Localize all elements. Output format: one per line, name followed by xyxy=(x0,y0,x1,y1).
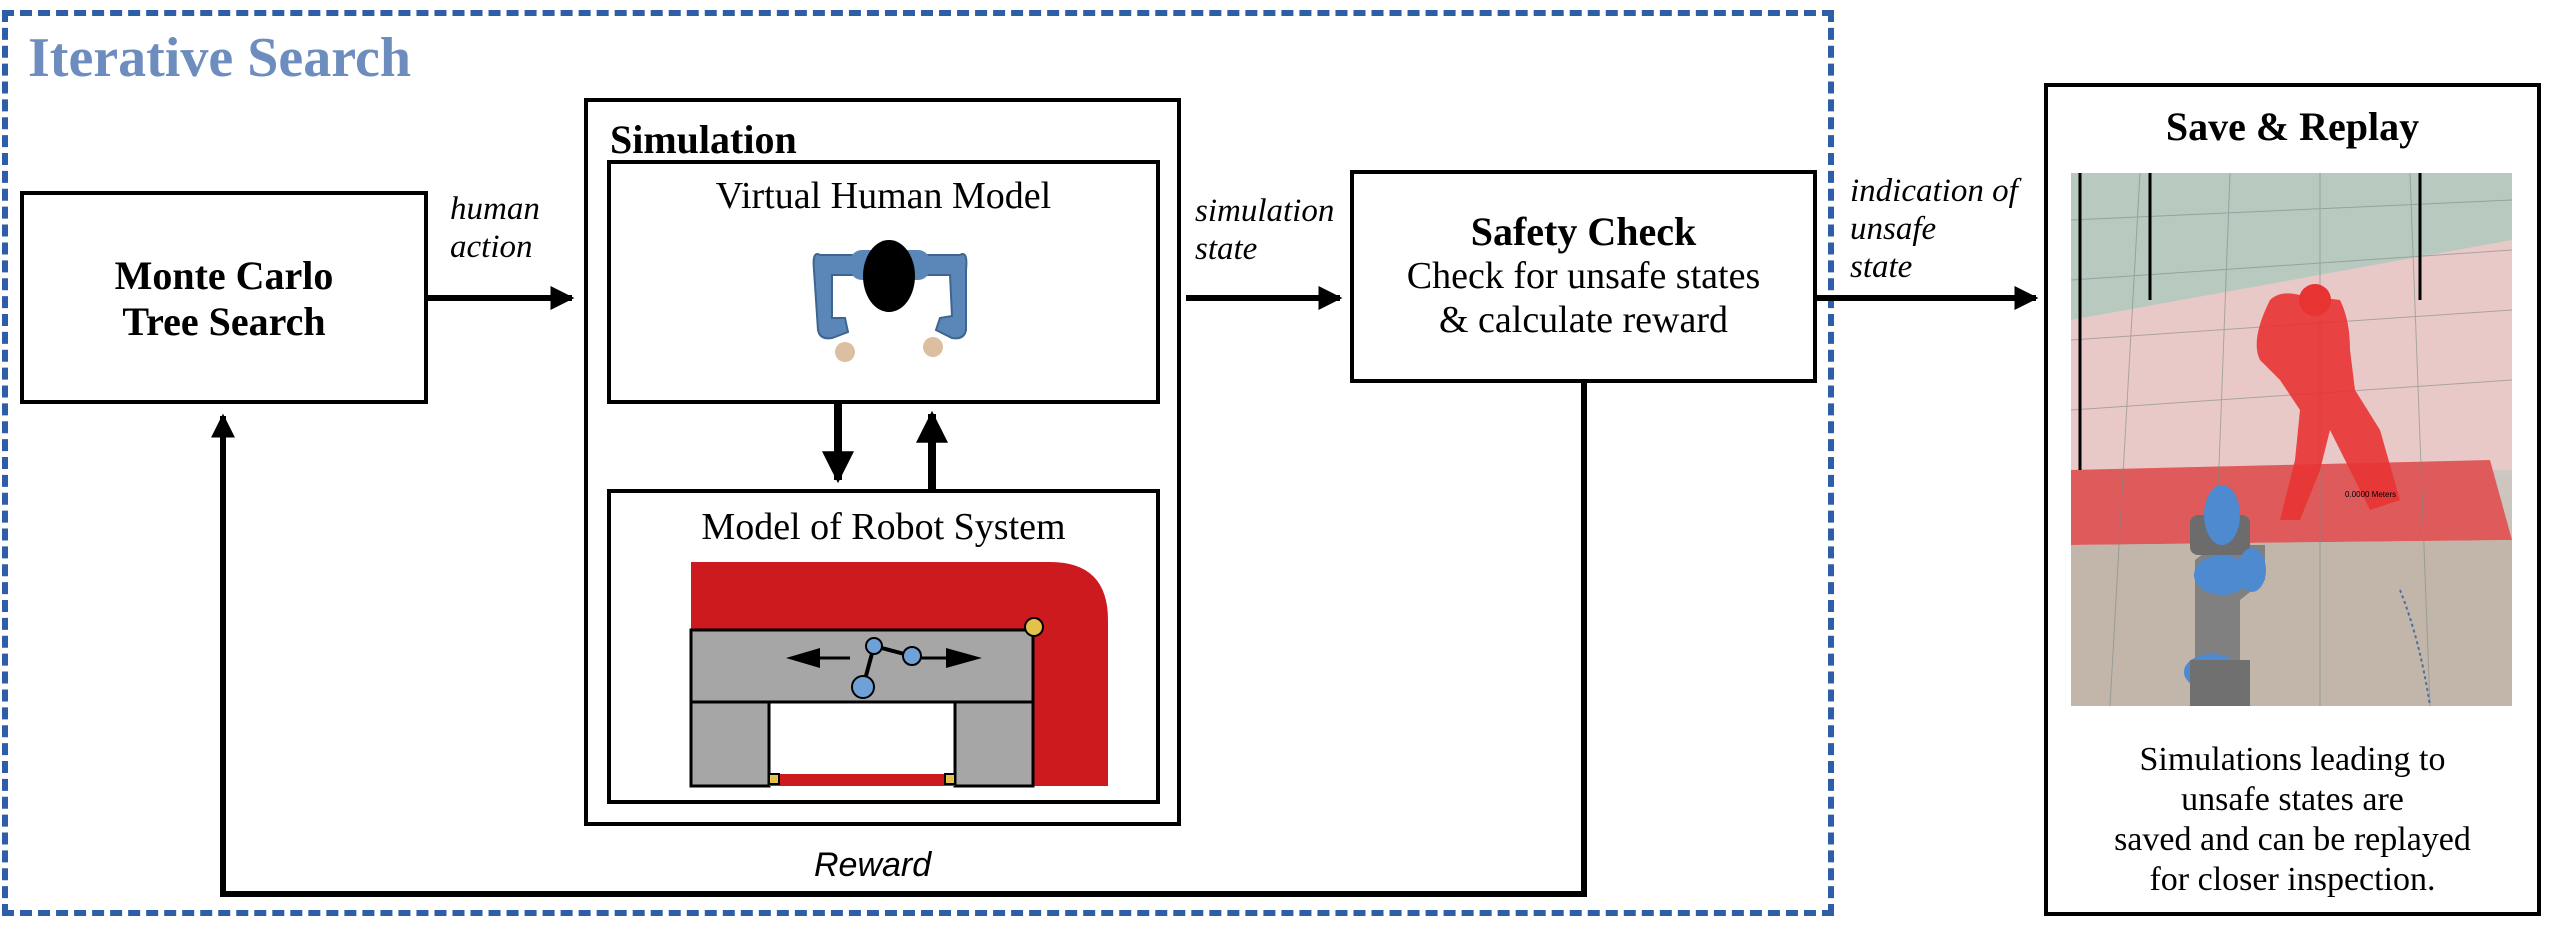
save-replay-desc-line2: unsafe states are xyxy=(2181,781,2404,818)
safety-check-line1: Check for unsafe states xyxy=(1406,255,1761,297)
mcts-label-line1: Monte Carlo xyxy=(114,253,334,298)
replay-overlay-label: 0.0000 Meters xyxy=(2345,490,2396,499)
edge-label-action: action xyxy=(450,229,533,265)
edge-label-simulation: simulation xyxy=(1195,193,1335,229)
mcts-label-line2: Tree Search xyxy=(122,299,326,344)
edge-label-reward: Reward xyxy=(814,846,932,884)
edge-label-state: state xyxy=(1195,231,1258,267)
save-replay-desc-line3: saved and can be replayed xyxy=(2114,821,2471,858)
edge-label-unsafe: unsafe xyxy=(1850,211,1937,247)
save-replay-title: Save & Replay xyxy=(2165,104,2420,149)
iterative-search-region xyxy=(2,10,1834,916)
iterative-search-title: Iterative Search xyxy=(28,27,412,89)
simulation-title: Simulation xyxy=(610,117,797,162)
virtual-human-model-label: Virtual Human Model xyxy=(715,175,1052,217)
edge-label-human: human xyxy=(450,191,540,227)
edge-label-unsafe-state: state xyxy=(1850,249,1913,285)
safety-check-line2: & calculate reward xyxy=(1438,299,1729,341)
edge-label-indication: indication of xyxy=(1850,173,2018,209)
replay-scene-image: 0.0000 Meters xyxy=(2071,173,2512,706)
arrow-reward-loop xyxy=(211,383,1587,897)
human-top-view-icon xyxy=(812,240,968,362)
mcts-box: Monte Carlo Tree Search xyxy=(20,191,428,404)
robot-system-model-label: Model of Robot System xyxy=(701,506,1066,548)
robot-system-illustration xyxy=(689,562,1108,788)
safety-check-title: Safety Check xyxy=(1470,209,1697,254)
safety-check-box: Safety Check Check for unsafe states & c… xyxy=(1350,170,1817,383)
save-replay-desc-line4: for closer inspection. xyxy=(2149,861,2436,898)
save-replay-desc-line1: Simulations leading to xyxy=(2139,741,2446,778)
